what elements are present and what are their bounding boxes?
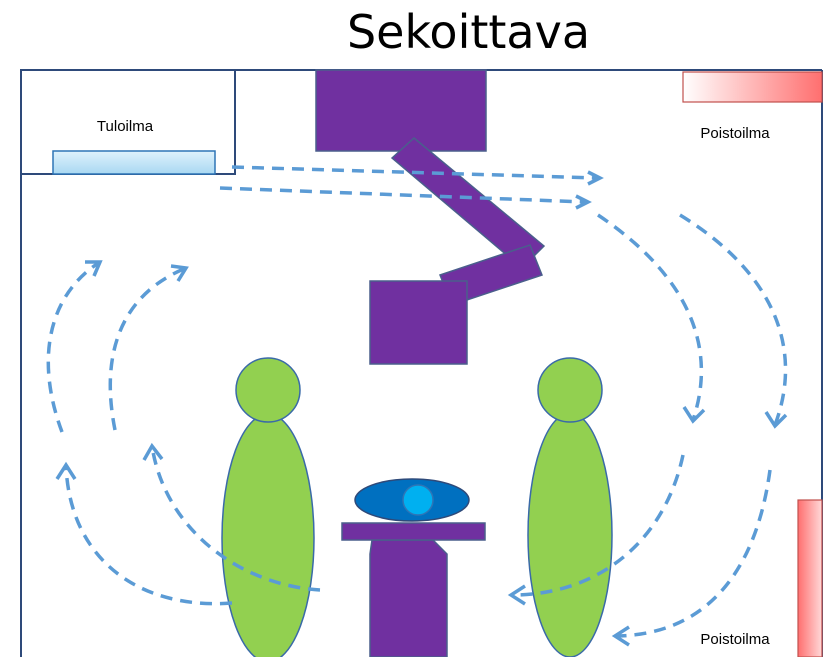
airflow-left-arc-inner	[108, 266, 187, 431]
airflow-left-arc-outer	[46, 260, 101, 433]
airflow-supply-arrow-1	[231, 165, 599, 180]
table-pedestal	[369, 539, 448, 657]
staff-left-head	[235, 357, 301, 423]
airflow-left-return-inner	[150, 445, 321, 592]
staff-right-body	[527, 412, 613, 657]
airflow-right-return-inner	[511, 454, 685, 597]
airflow-right-return-outer	[615, 469, 772, 638]
operating-table	[341, 478, 486, 657]
staff-left-body	[221, 413, 315, 657]
staff-right-head	[537, 357, 603, 423]
airflow-right-arc-outer	[679, 213, 788, 426]
exhaust-vent-top	[682, 71, 823, 103]
exhaust-vent-bottom	[797, 499, 823, 657]
supply-air-label: Tuloilma	[97, 118, 154, 135]
table-top	[341, 522, 486, 541]
airflow-supply-arrow-2	[219, 186, 587, 204]
patient-head	[402, 484, 434, 516]
arm-upper	[390, 137, 546, 270]
lamp-head	[369, 280, 468, 365]
staff-right	[527, 357, 613, 657]
ceiling-mount	[315, 69, 487, 152]
diagram-title: Sekoittava	[346, 5, 591, 59]
exhaust-air-bottom-label: Poistoilma	[700, 631, 770, 648]
airflow-arrows	[46, 165, 788, 647]
ceiling-equipment	[315, 69, 546, 365]
exhaust-air-top-label: Poistoilma	[700, 125, 770, 142]
airflow-right-arc-inner	[597, 213, 704, 421]
supply-air-vent	[52, 150, 216, 175]
supply-air-unit: Tuloilma	[20, 69, 236, 175]
airflow-left-return-outer	[64, 465, 233, 606]
staff-left	[221, 357, 315, 657]
